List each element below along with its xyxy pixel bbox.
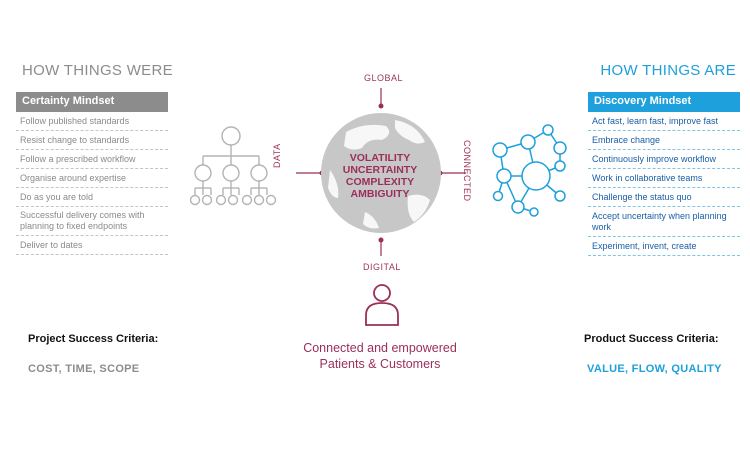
vuca-line: COMPLEXITY — [345, 176, 415, 188]
global-label: GLOBAL — [364, 73, 404, 83]
product-success-value: VALUE, FLOW, QUALITY — [587, 363, 722, 375]
connected-label: CONNECTED — [462, 140, 472, 202]
globe-icon — [321, 113, 441, 233]
how-things-are-heading: HOW THINGS ARE — [600, 62, 736, 79]
vuca-line: UNCERTAINTY — [342, 164, 418, 176]
how-things-were-heading: HOW THINGS WERE — [22, 62, 173, 79]
digital-label: DIGITAL — [363, 262, 401, 272]
discovery-mindset-header: Discovery Mindset — [588, 92, 740, 112]
vuca-line: VOLATILITY — [349, 152, 411, 164]
list-item: Continuously improve workflow — [588, 150, 740, 169]
list-item: Embrace change — [588, 131, 740, 150]
certainty-mindset-list: Certainty Mindset Follow published stand… — [16, 92, 168, 255]
data-label: DATA — [272, 143, 282, 168]
list-item: Deliver to dates — [16, 236, 168, 255]
list-item: Work in collaborative teams — [588, 169, 740, 188]
discovery-mindset-list: Discovery Mindset Act fast, learn fast, … — [588, 92, 740, 256]
list-item: Experiment, invent, create — [588, 237, 740, 256]
project-success-value: COST, TIME, SCOPE — [28, 363, 140, 375]
list-item: Follow published standards — [16, 112, 168, 131]
vuca-line: AMBIGUITY — [350, 188, 410, 200]
product-success-title: Product Success Criteria: — [584, 333, 719, 345]
list-item: Resist change to standards — [16, 131, 168, 150]
list-item: Act fast, learn fast, improve fast — [588, 112, 740, 131]
vuca-text: VOLATILITY UNCERTAINTY COMPLEXITY AMBIGU… — [325, 152, 435, 200]
list-item: Accept uncertainty when planning work — [588, 207, 740, 237]
network-icon — [492, 124, 567, 217]
list-item: Challenge the status quo — [588, 188, 740, 207]
list-item: Do as you are told — [16, 188, 168, 207]
list-item: Successful delivery comes with planning … — [16, 207, 168, 236]
list-item: Organise around expertise — [16, 169, 168, 188]
list-item: Follow a prescribed workflow — [16, 150, 168, 169]
project-success-title: Project Success Criteria: — [28, 333, 159, 345]
certainty-mindset-header: Certainty Mindset — [16, 92, 168, 112]
connected-patients-text: Connected and empowered Patients & Custo… — [303, 341, 457, 371]
hierarchy-icon — [189, 126, 277, 206]
person-icon — [365, 284, 399, 326]
